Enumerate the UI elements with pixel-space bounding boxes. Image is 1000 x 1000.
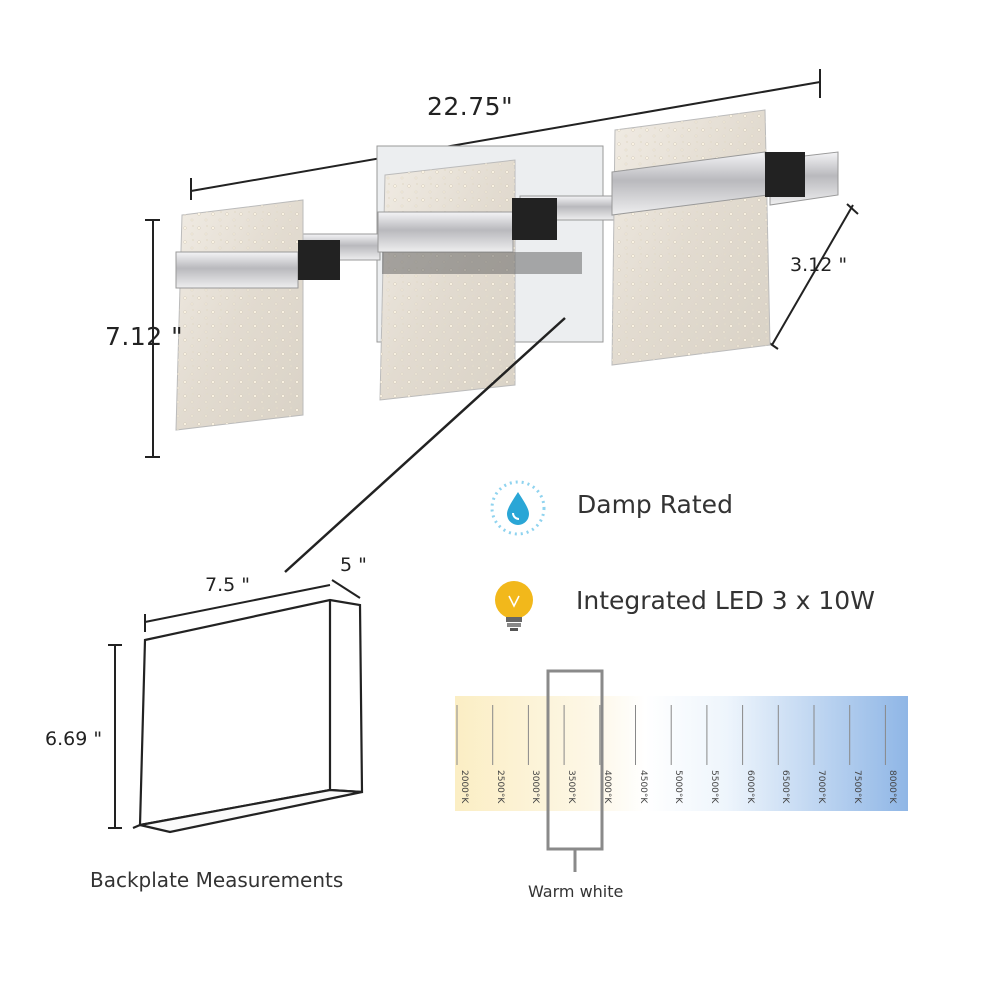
- temperature-tick-lines: [456, 705, 886, 765]
- temperature-tick-label: 8000°K: [887, 770, 898, 804]
- feature-integrated-led: Integrated LED 3 x 10W: [576, 586, 875, 615]
- temperature-tick-label: 2500°K: [494, 770, 505, 804]
- depth-label: 3.12 ": [790, 254, 848, 276]
- temperature-tick-label: 6500°K: [780, 770, 791, 804]
- width-dimension-line: [190, 69, 821, 200]
- width-label: 22.75": [427, 92, 514, 121]
- glass-panel-left: [175, 199, 340, 431]
- temperature-tick-label: 6000°K: [744, 770, 755, 804]
- height-label: 7.12 ": [105, 322, 184, 351]
- glass-panel-middle: [377, 159, 582, 401]
- glass-panel-right: [611, 109, 805, 366]
- temperature-tick-label: 5000°K: [673, 770, 684, 804]
- backplate-leader-line: [284, 317, 566, 573]
- temperature-tick-label: 4500°K: [637, 770, 648, 804]
- color-temperature-bar: [455, 696, 908, 811]
- warm-white-label: Warm white: [528, 882, 624, 901]
- temperature-tick-label: 7500°K: [851, 770, 862, 804]
- backplate-drawing: [132, 598, 364, 834]
- backplate-height-label: 6.69 ": [45, 728, 103, 750]
- temperature-tick-label: 5500°K: [708, 770, 719, 804]
- backplate-depth-label: 5 ": [340, 554, 367, 576]
- height-dimension-line: [145, 219, 160, 458]
- feature-damp-rated: Damp Rated: [577, 490, 733, 519]
- light-bulb-icon: [495, 581, 533, 631]
- temperature-tick-label: 7000°K: [816, 770, 826, 804]
- temperature-tick-label: 4000°K: [601, 770, 612, 804]
- backplate-width-label: 7.5 ": [205, 574, 250, 596]
- backplate-dimension-lines: [108, 579, 361, 829]
- water-drop-icon: [490, 480, 546, 536]
- temperature-tick-label: 2000°K: [459, 770, 469, 804]
- depth-dimension-line: [764, 203, 859, 350]
- temperature-tick-label: 3000°K: [530, 770, 541, 804]
- backplate-caption: Backplate Measurements: [90, 868, 344, 892]
- temperature-tick-label: 3500°K: [566, 770, 577, 804]
